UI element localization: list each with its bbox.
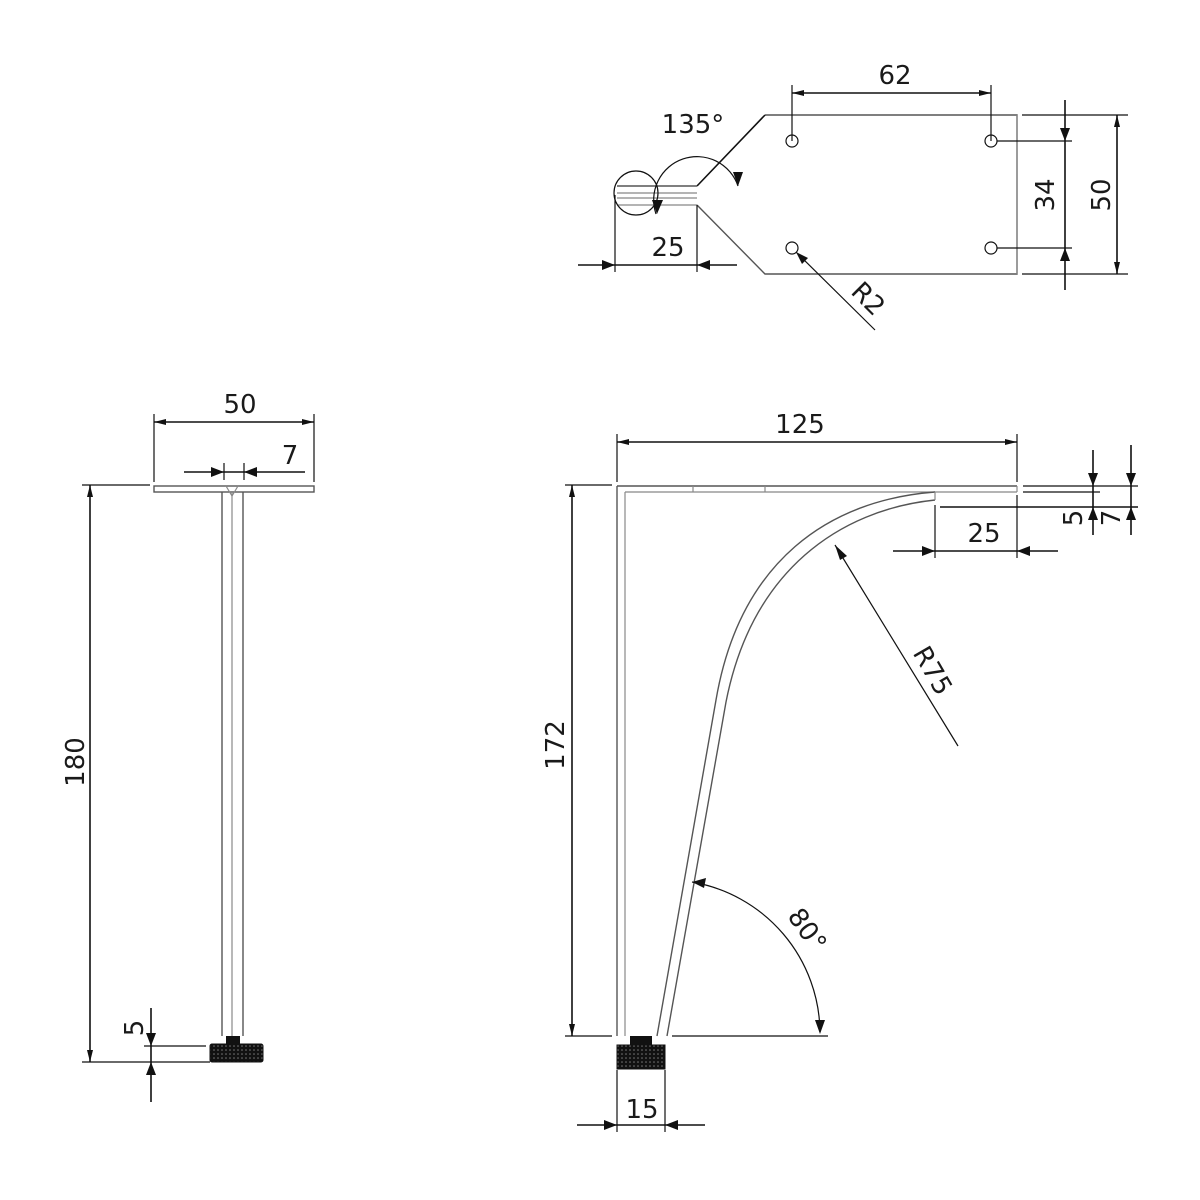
dim-top-length: 125 bbox=[775, 410, 825, 440]
dim-curve-radius: R75 bbox=[906, 641, 958, 700]
dim-foot-width: 15 bbox=[625, 1095, 658, 1125]
dim-total-height: 180 bbox=[61, 737, 91, 787]
front-view: 125 172 25 5 7 R75 80° bbox=[541, 410, 1138, 1132]
dim-side-top-width: 50 bbox=[223, 390, 256, 420]
top-plate-outline bbox=[696, 114, 1018, 275]
dim-hole-radius: R2 bbox=[845, 277, 891, 323]
dim-tab-offset: 7 bbox=[1097, 510, 1127, 527]
dim-tab-length-front: 25 bbox=[967, 519, 1000, 549]
leveling-foot-icon bbox=[616, 1044, 666, 1070]
hole-icon bbox=[785, 241, 799, 255]
dim-foot-height: 5 bbox=[120, 1020, 150, 1037]
dim-leg-angle: 80° bbox=[781, 903, 832, 958]
dim-bend-angle: 135° bbox=[662, 110, 725, 140]
leveling-foot-icon bbox=[209, 1043, 264, 1063]
dim-plate-width: 50 bbox=[1087, 178, 1117, 211]
top-view: 62 34 50 25 135° R2 bbox=[578, 61, 1128, 331]
dim-front-height: 172 bbox=[541, 720, 571, 770]
dim-web-thickness: 7 bbox=[282, 441, 299, 471]
foot-icon bbox=[226, 1036, 240, 1044]
dim-plate-thickness: 5 bbox=[1059, 510, 1089, 527]
dim-tab-length: 25 bbox=[651, 233, 684, 263]
dim-hole-spacing-v: 34 bbox=[1031, 178, 1061, 211]
hole-icon bbox=[984, 241, 998, 255]
side-view: 50 7 180 5 bbox=[61, 390, 315, 1102]
foot-icon bbox=[630, 1036, 652, 1045]
dim-hole-spacing-h: 62 bbox=[878, 61, 911, 91]
